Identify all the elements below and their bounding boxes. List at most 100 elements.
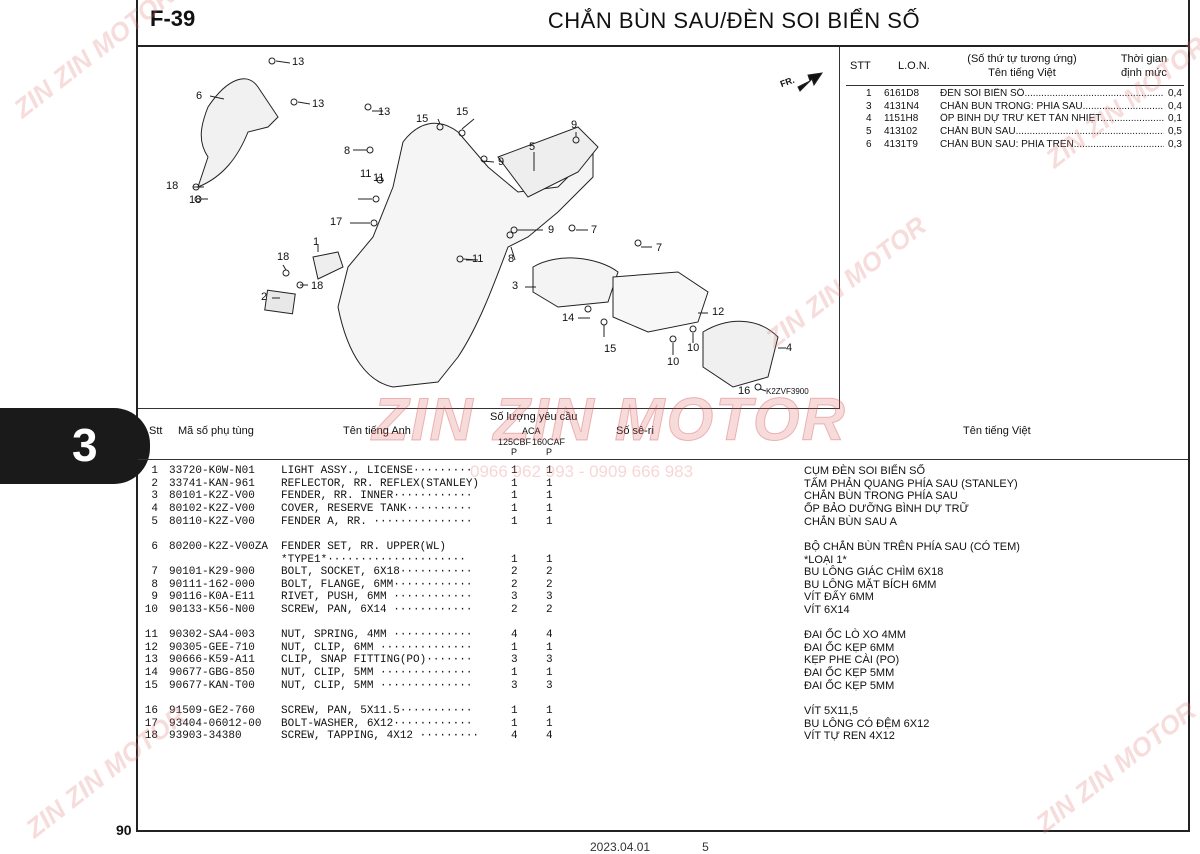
part-qty-160caf: 3 xyxy=(546,591,553,603)
part-qty-125cbf: 4 xyxy=(511,730,518,742)
part-qty-125cbf: 1 xyxy=(511,465,518,477)
part-name-en: COVER, RESERVE TANK·········· xyxy=(281,503,473,515)
callout-11c: 11 xyxy=(472,253,484,265)
callout-15a: 15 xyxy=(416,113,429,125)
callout-7b: 7 xyxy=(656,242,663,254)
labor-time: 0,4 xyxy=(1168,88,1182,99)
labor-time: 0,1 xyxy=(1168,113,1182,124)
parts-col-name-vi: Tên tiếng Việt xyxy=(963,425,1031,437)
part-stt: 2 xyxy=(151,478,158,490)
footer-page: 5 xyxy=(702,840,709,854)
callout-15c: 15 xyxy=(604,343,617,355)
part-name-en: BOLT, SOCKET, 6X18··········· xyxy=(281,566,473,578)
part-qty-160caf: 2 xyxy=(546,604,553,616)
labor-lon: 6161D8 xyxy=(884,88,920,99)
section-tab-number: 3 xyxy=(72,419,98,471)
labor-name-text: CHẮN BÙN TRONG: PHÍA SAU xyxy=(940,101,1083,112)
callout-7a: 7 xyxy=(591,224,598,236)
labor-row: 3 4131N4 CHẮN BÙN TRONG: PHÍA SAU.......… xyxy=(842,101,1188,114)
part-stt: 16 xyxy=(144,705,158,717)
part-inner-fender xyxy=(532,257,619,308)
part-qty-160caf: 1 xyxy=(546,490,553,502)
col-time-line2: định mức xyxy=(1121,67,1167,79)
diagram-ref-code: K2ZVF3900 xyxy=(766,387,809,396)
part-qty-125cbf: 1 xyxy=(511,516,518,528)
parts-col-qty-type: ACA xyxy=(522,426,541,436)
part-stt: 18 xyxy=(144,730,158,742)
part-name-vi: ĐAI ỐC LÒ XO 4MM xyxy=(804,629,907,641)
header-divider xyxy=(136,45,1190,47)
part-number: 33741-KAN-961 xyxy=(169,478,255,490)
labor-row: 5 413102 CHẮN BÙN SAU...................… xyxy=(842,126,1188,139)
part-stt: 7 xyxy=(151,566,158,578)
part-name-vi: BU LÔNG CÓ ĐỆM 6X12 xyxy=(804,718,930,730)
exploded-diagram: 13 6 13 13 15 15 9 8 9 5 11 11 17 9 7 7 … xyxy=(138,47,840,409)
parts-col-p2: P xyxy=(546,447,553,457)
parts-col-125cbf: 125CBF xyxy=(498,437,532,447)
part-stt: 8 xyxy=(151,579,158,591)
part-name-vi: BU LÔNG GIÁC CHÌM 6X18 xyxy=(804,566,944,578)
labor-name: CHẮN BÙN TRONG: PHÍA SAU................… xyxy=(940,101,1164,112)
part-name-vi: ĐAI ỐC KẸP 5MM xyxy=(804,680,895,692)
callout-18b: 18 xyxy=(189,194,202,206)
part-number: 80101-K2Z-V00 xyxy=(169,490,255,502)
part-qty-160caf: 1 xyxy=(546,642,553,654)
callout-3: 3 xyxy=(512,280,519,292)
col-name-line1: (Số thứ tự tương ứng) xyxy=(967,53,1077,65)
part-rear-fender xyxy=(337,122,594,388)
part-name-en: SCREW, TAPPING, 4X12 ········· xyxy=(281,730,480,742)
part-qty-160caf: 1 xyxy=(546,478,553,490)
part-stt: 9 xyxy=(151,591,158,603)
part-number: 91509-GE2-760 xyxy=(169,705,255,717)
part-name-en: FENDER SET, RR. UPPER(WL) xyxy=(281,541,447,553)
labor-row: 1 6161D8 ĐÈN SOI BIỂN SỐ................… xyxy=(842,88,1188,101)
part-qty-125cbf: 1 xyxy=(511,667,518,679)
col-stt: STT xyxy=(850,60,871,72)
callout-5: 5 xyxy=(529,141,536,153)
parts-col-serial: Số sê-ri xyxy=(616,425,654,437)
part-qty-160caf: 1 xyxy=(546,465,553,477)
part-qty-160caf: 1 xyxy=(546,516,553,528)
callout-15b: 15 xyxy=(456,106,469,118)
labor-time: 0,5 xyxy=(1168,126,1182,137)
part-upper-fender xyxy=(197,78,279,188)
part-number: 80102-K2Z-V00 xyxy=(169,503,255,515)
part-number: 33720-K0W-N01 xyxy=(169,465,255,477)
part-inner-assembly xyxy=(612,271,709,333)
section-tab: 3 xyxy=(0,408,150,484)
parts-col-stt: Stt xyxy=(149,425,163,437)
part-name-en: *TYPE1*····················· xyxy=(281,554,466,566)
callout-9a: 9 xyxy=(571,119,578,131)
part-name-en: SCREW, PAN, 6X14 ············ xyxy=(281,604,473,616)
part-name-en: NUT, SPRING, 4MM ············ xyxy=(281,629,473,641)
part-qty-160caf: 4 xyxy=(546,629,553,641)
part-number: 93404-06012-00 xyxy=(169,718,262,730)
part-qty-160caf: 1 xyxy=(546,554,553,566)
parts-col-qty: Số lượng yêu cầu xyxy=(490,411,578,423)
callout-6: 6 xyxy=(196,90,203,102)
part-number: 80110-K2Z-V00 xyxy=(169,516,255,528)
part-license-light xyxy=(312,251,344,280)
parts-header-divider xyxy=(138,459,1188,460)
labor-lon: 1151H8 xyxy=(884,113,919,124)
part-stt: 11 xyxy=(144,629,158,641)
part-name-vi: CHẮN BÙN SAU A xyxy=(804,516,897,528)
callout-8b: 8 xyxy=(508,253,515,265)
labor-stt: 1 xyxy=(866,88,872,99)
part-reflector xyxy=(264,289,296,315)
labor-name-text: ỐP BÌNH DỰ TRỮ KÉT TẢN NHIỆT xyxy=(940,113,1101,124)
part-name-vi: *LOẠI 1* xyxy=(804,554,847,566)
parts-col-160caf: 160CAF xyxy=(532,437,566,447)
labor-stt: 6 xyxy=(866,139,872,150)
